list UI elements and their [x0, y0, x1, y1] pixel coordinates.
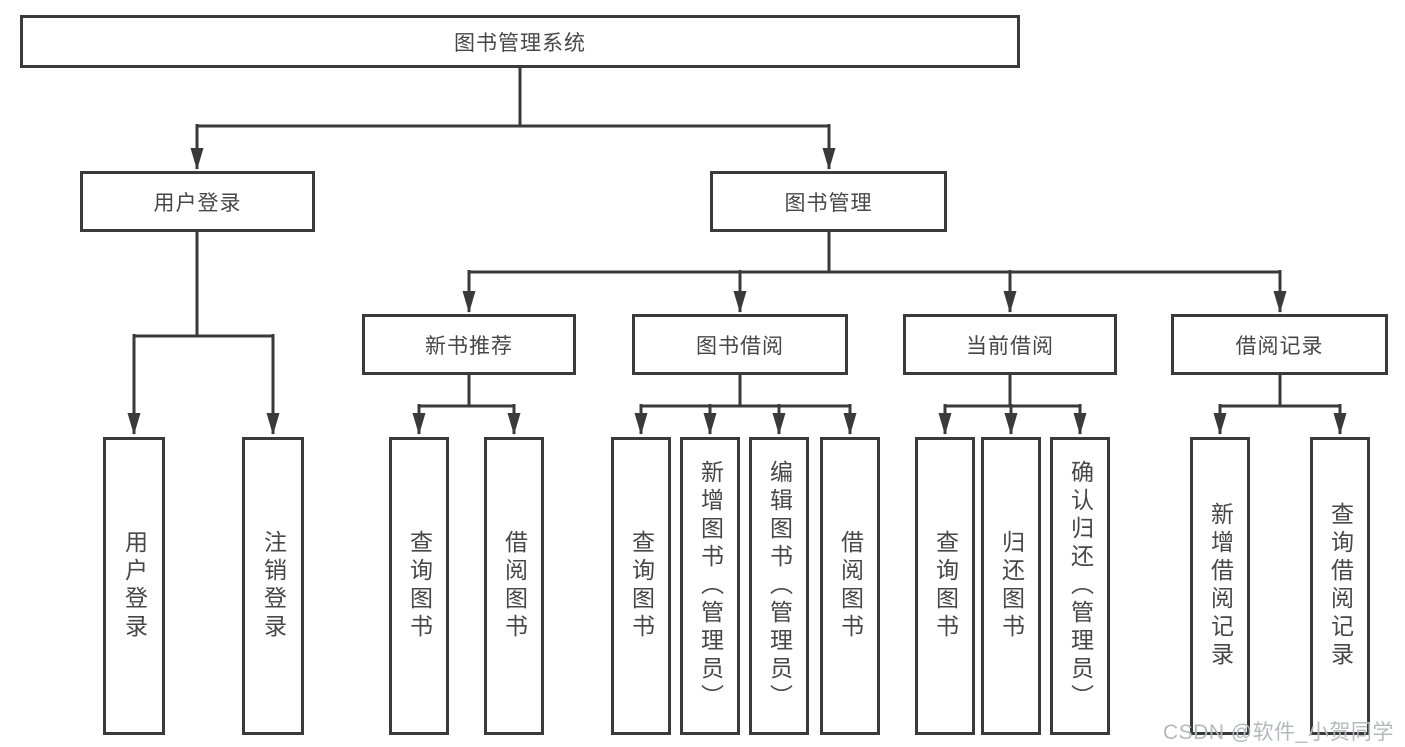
leaf-query-books-recommend-label: 查询图书	[406, 530, 433, 642]
watermark-text: CSDN @软件_小贺同学	[1163, 721, 1394, 744]
leaf-borrow-books-borrowing-label: 借阅图书	[837, 530, 864, 642]
leaf-user-login: 用户登录	[103, 437, 165, 735]
node-borrowing-records: 借阅记录	[1171, 314, 1388, 375]
leaf-return-books-label: 归还图书	[998, 530, 1025, 642]
leaf-confirm-return-admin-label: 确认归还（管理员）	[1067, 460, 1094, 712]
node-root: 图书管理系统	[20, 15, 1020, 68]
node-book-borrowing-label: 图书借阅	[696, 334, 784, 358]
node-user-login-label: 用户登录	[153, 191, 242, 215]
node-current-borrowing-label: 当前借阅	[966, 334, 1054, 358]
leaf-query-borrow-record: 查询借阅记录	[1310, 437, 1370, 735]
node-book-management: 图书管理	[710, 171, 947, 232]
leaf-query-books-current: 查询图书	[915, 437, 975, 735]
leaf-borrow-books-borrowing: 借阅图书	[820, 437, 880, 735]
leaf-query-books-recommend: 查询图书	[389, 437, 449, 735]
leaf-borrow-books-recommend: 借阅图书	[484, 437, 544, 735]
leaf-confirm-return-admin: 确认归还（管理员）	[1050, 437, 1110, 735]
node-borrowing-records-label: 借阅记录	[1235, 334, 1324, 358]
node-root-label: 图书管理系统	[454, 31, 586, 55]
leaf-query-books-current-label: 查询图书	[932, 530, 959, 642]
node-new-book-recommendation: 新书推荐	[362, 314, 576, 375]
leaf-query-borrow-record-label: 查询借阅记录	[1327, 502, 1354, 670]
leaf-logout: 注销登录	[242, 437, 304, 735]
leaf-query-books-borrowing-label: 查询图书	[628, 530, 655, 642]
leaf-add-borrow-record: 新增借阅记录	[1190, 437, 1250, 735]
leaf-edit-books-admin: 编辑图书（管理员）	[749, 437, 809, 735]
node-new-book-recommendation-label: 新书推荐	[425, 334, 513, 358]
node-book-management-label: 图书管理	[784, 191, 873, 215]
node-user-login: 用户登录	[80, 171, 315, 232]
leaf-query-books-borrowing: 查询图书	[611, 437, 671, 735]
leaf-user-login-label: 用户登录	[121, 530, 148, 642]
leaf-return-books: 归还图书	[981, 437, 1041, 735]
node-book-borrowing: 图书借阅	[632, 314, 848, 375]
leaf-add-books-admin-label: 新增图书（管理员）	[697, 460, 724, 712]
leaf-edit-books-admin-label: 编辑图书（管理员）	[766, 460, 793, 712]
leaf-add-books-admin: 新增图书（管理员）	[680, 437, 740, 735]
leaf-add-borrow-record-label: 新增借阅记录	[1207, 502, 1234, 670]
leaf-logout-label: 注销登录	[260, 530, 287, 642]
leaf-borrow-books-recommend-label: 借阅图书	[501, 530, 528, 642]
node-current-borrowing: 当前借阅	[903, 314, 1117, 375]
